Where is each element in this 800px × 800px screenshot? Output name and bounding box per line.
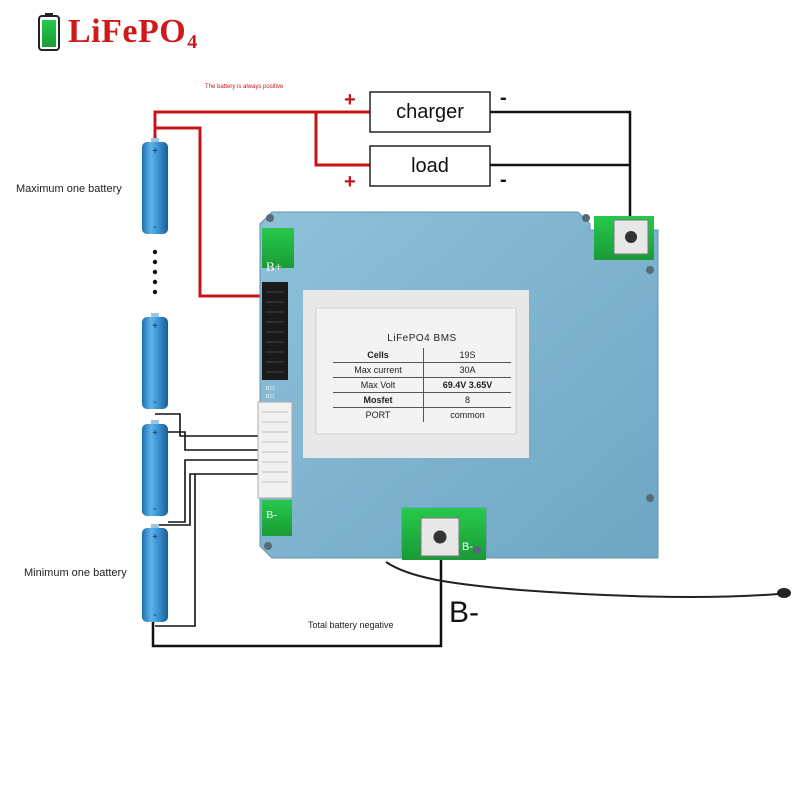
spec-value: common xyxy=(423,407,511,422)
spec-value: 69.4V 3.65V xyxy=(423,377,511,393)
battery-cell xyxy=(142,524,168,622)
mounting-holes xyxy=(264,214,654,554)
b-minus-label: B- xyxy=(266,509,277,521)
spec-title: LiFePO4 BMS xyxy=(387,333,457,344)
cell-minus: - xyxy=(153,610,156,621)
sense-wires xyxy=(155,413,262,627)
negative-wires xyxy=(151,110,632,648)
b-plus-label: B+ xyxy=(266,259,282,274)
logo: LiFePO4 xyxy=(38,12,198,53)
spec-key: Max Volt xyxy=(333,377,424,393)
cell-minus: - xyxy=(153,222,156,233)
cell-plus: + xyxy=(152,321,158,332)
table-row: Cells 19S xyxy=(333,348,511,363)
main-connector xyxy=(262,282,288,380)
table-row: PORT common xyxy=(333,407,511,422)
positive-wires xyxy=(153,110,370,298)
spec-key: Max current xyxy=(333,362,424,378)
logo-text: LiFePO4 xyxy=(68,13,198,53)
total-negative-label: Total battery negative xyxy=(308,620,394,630)
load-label: load xyxy=(411,154,449,177)
cell-plus: + xyxy=(152,428,158,439)
b-plus-pad xyxy=(262,228,294,268)
battery-icon xyxy=(38,13,60,51)
max-battery-label: Maximum one battery xyxy=(16,183,122,195)
charger-minus: - xyxy=(500,87,507,109)
battery-cell xyxy=(142,138,168,234)
spec-key: Cells xyxy=(333,348,424,363)
cell-minus: - xyxy=(153,504,156,515)
b-minus-big-label: B- xyxy=(449,596,479,629)
charger-label: charger xyxy=(396,100,464,123)
ntc-probe-cable xyxy=(385,561,779,598)
battery-ellipsis xyxy=(152,249,158,295)
logo-text-main: LiFePO xyxy=(68,13,187,50)
spec-value: 8 xyxy=(423,392,511,408)
table-row: Mosfet 8 xyxy=(333,392,511,408)
load-box xyxy=(369,145,491,187)
balance-connector xyxy=(257,401,293,499)
min-battery-label: Minimum one battery xyxy=(24,567,127,579)
p-minus-screw xyxy=(625,231,637,243)
b-minus-screw xyxy=(433,530,447,544)
cell-plus: + xyxy=(152,146,158,157)
b-minus-pad-label: B- xyxy=(462,541,473,553)
load-minus: - xyxy=(500,169,507,191)
load-plus: + xyxy=(344,171,356,193)
main-connector-pins xyxy=(266,291,284,373)
table-row: Max current 30A xyxy=(333,362,511,378)
positive-note: The battery is always positive xyxy=(205,84,284,90)
spec-key: Mosfet xyxy=(333,392,424,408)
jst-label: B12 xyxy=(266,386,275,392)
battery-cell xyxy=(142,420,168,516)
ntc-probe-tip xyxy=(777,588,791,598)
charger-plus: + xyxy=(344,89,356,111)
b-minus-pad-left xyxy=(262,500,292,536)
battery-stack: + - + - + - + - xyxy=(142,138,168,622)
cell-plus: + xyxy=(152,532,158,543)
jst-label: B11 xyxy=(266,394,275,400)
cell-minus: - xyxy=(153,397,156,408)
spec-value: 30A xyxy=(423,362,511,378)
logo-text-subscript: 4 xyxy=(187,31,198,53)
spec-table: Cells 19S Max current 30A Max Volt 69.4V… xyxy=(333,348,511,422)
spec-value: 19S xyxy=(459,350,476,360)
spec-key: PORT xyxy=(333,407,424,422)
balance-connector-pins xyxy=(262,411,288,483)
table-row: Max Volt 69.4V 3.65V xyxy=(333,377,511,393)
charger-box xyxy=(369,91,491,133)
battery-cell xyxy=(142,313,168,409)
